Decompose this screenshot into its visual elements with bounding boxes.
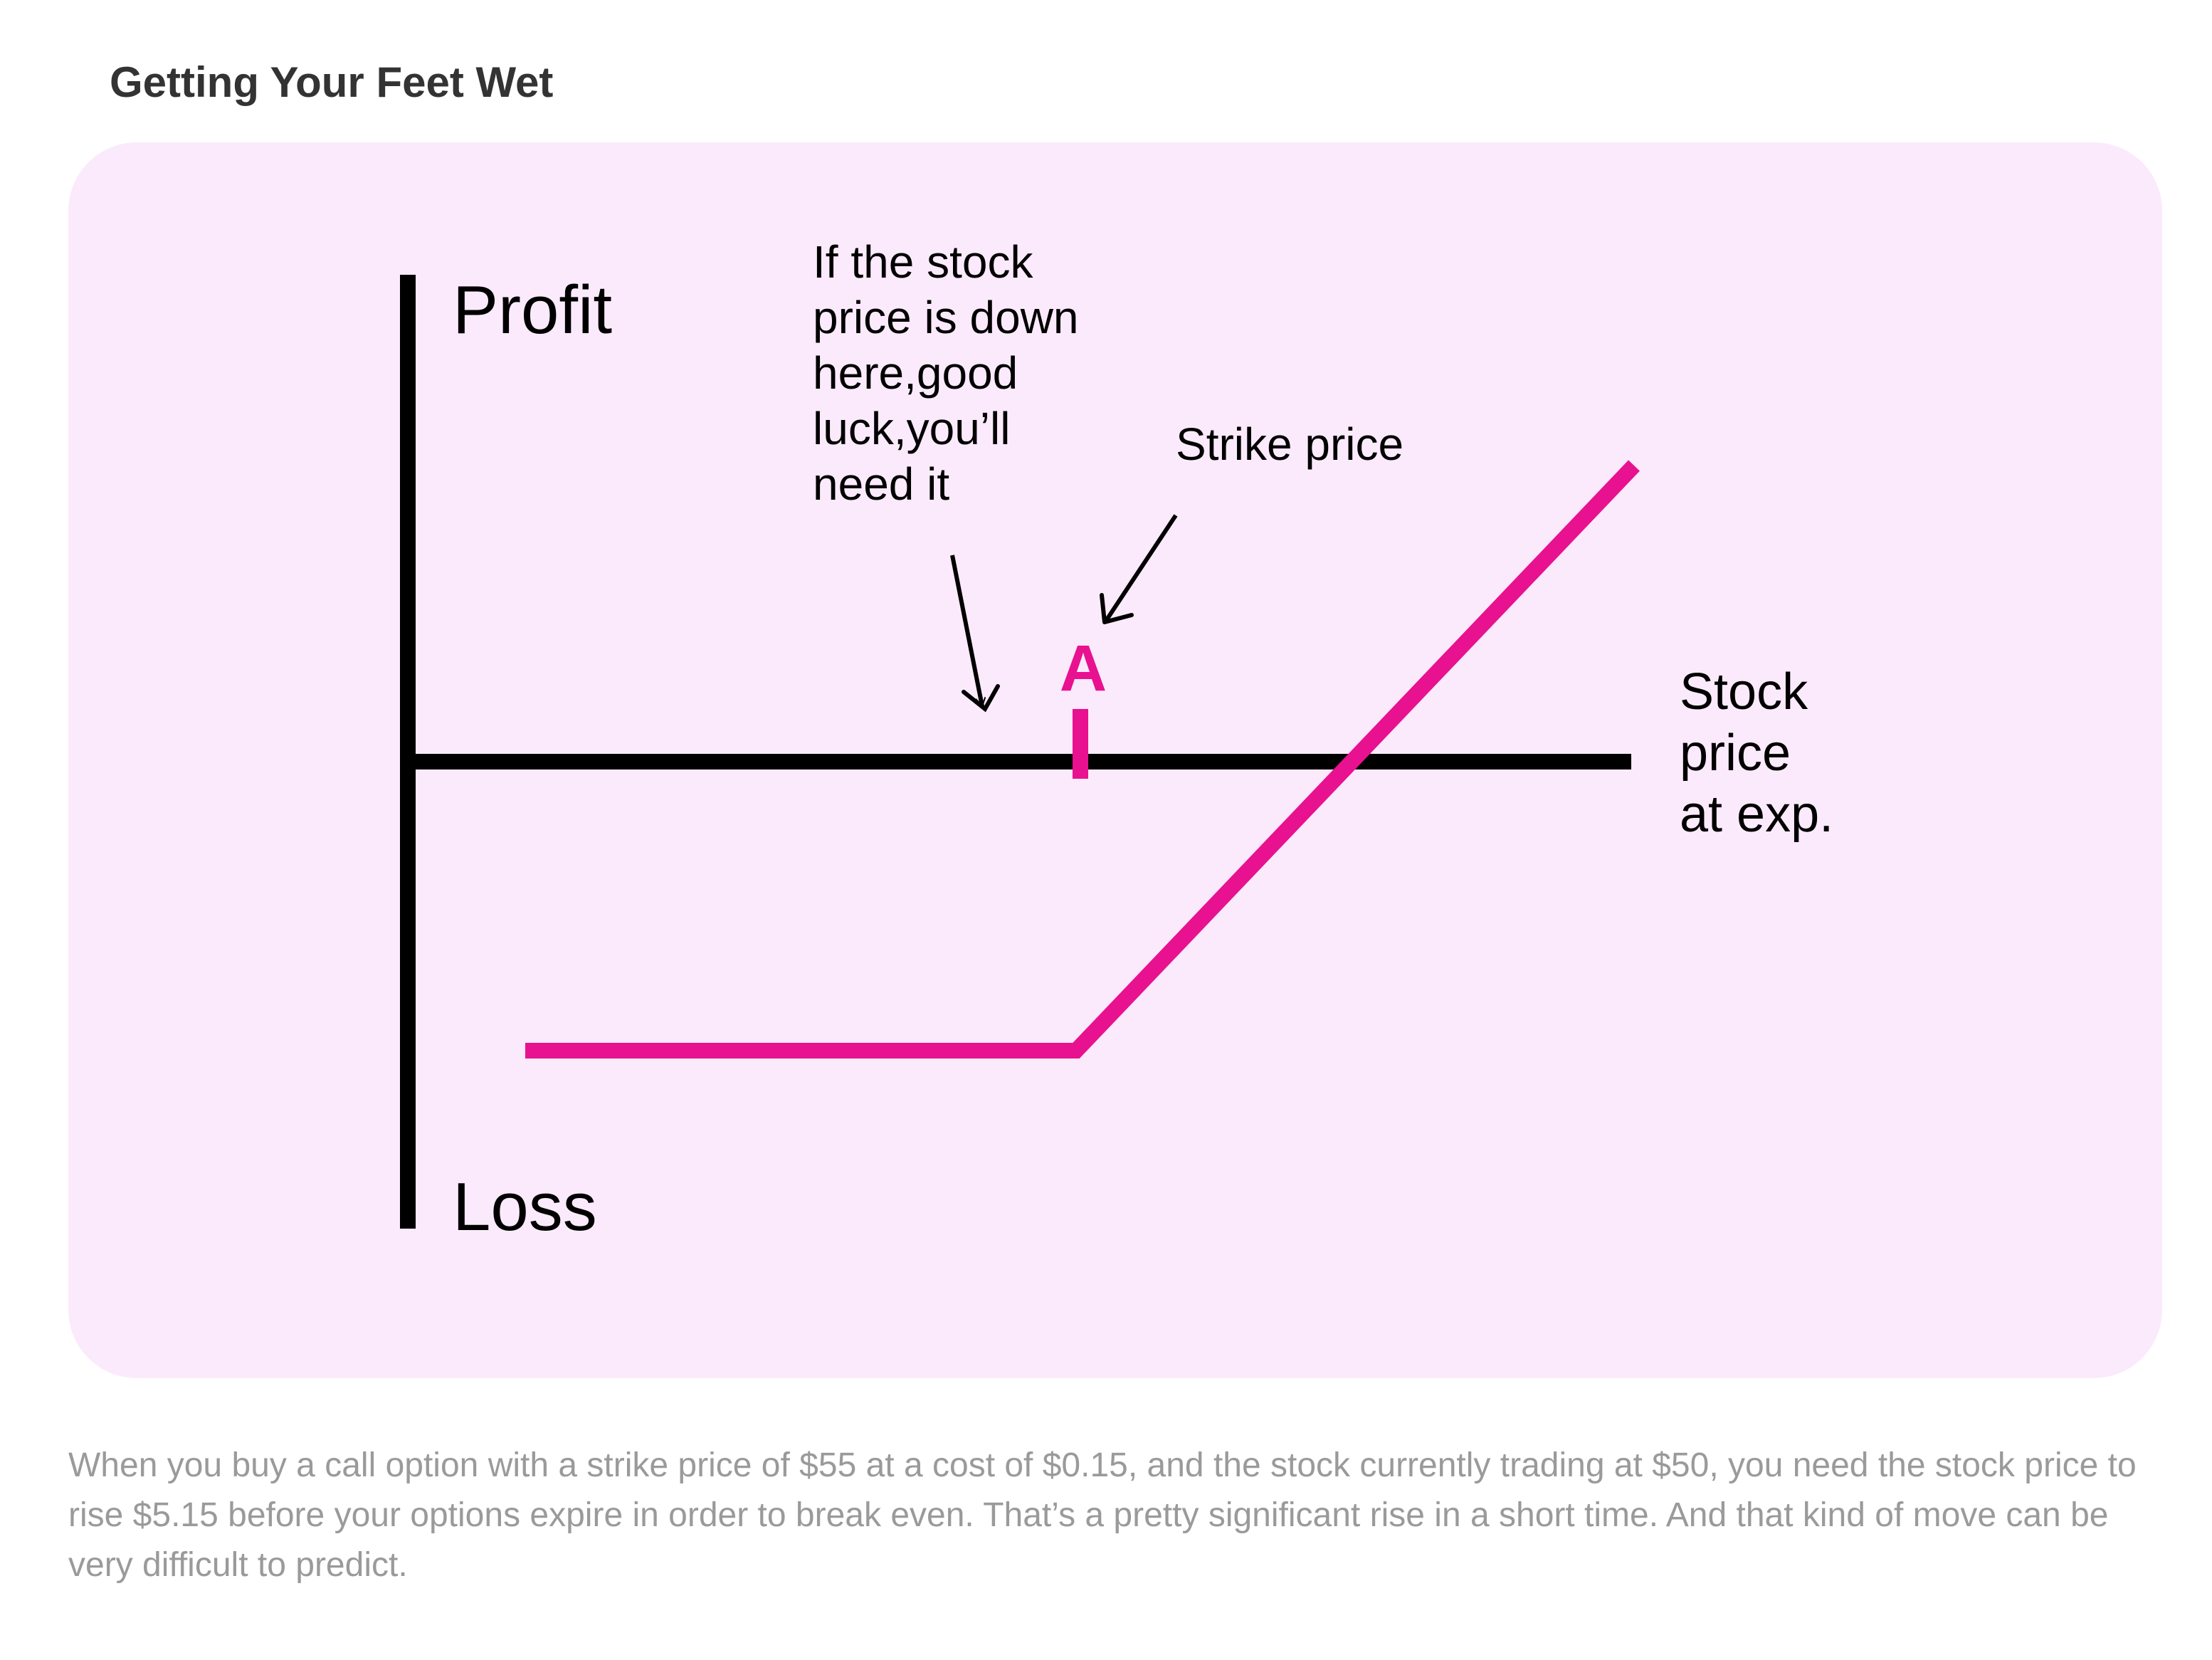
payoff-line <box>525 460 1640 1058</box>
caption-text: When you buy a call option with a strike… <box>68 1446 2137 1584</box>
strike-price-arrow <box>1104 514 1178 622</box>
x-axis-label-line: Stock <box>1680 663 1808 720</box>
annotation-line: here,good <box>813 347 1018 399</box>
payoff-diagram-card: Profit Loss Stock price at exp. If the s… <box>68 142 2162 1378</box>
strike-marker-letter: A <box>1060 632 1107 705</box>
annotation-line: price is down <box>813 292 1079 343</box>
page-title: Getting Your Feet Wet <box>110 58 554 106</box>
x-axis-label-line: price <box>1680 725 1791 782</box>
strike-price-arrowhead <box>1100 593 1134 624</box>
annotation-line: need it <box>813 458 949 510</box>
low-price-arrow <box>950 555 982 706</box>
low-price-arrowhead <box>962 684 1000 713</box>
x-axis-label: Stock price at exp. <box>1680 663 1833 843</box>
profit-label: Profit <box>453 272 612 348</box>
annotation-line: luck,you’ll <box>813 403 1010 454</box>
loss-label: Loss <box>453 1169 597 1245</box>
payoff-diagram: Profit Loss Stock price at exp. If the s… <box>400 236 1833 1245</box>
strike-price-annotation: Strike price <box>1176 419 1403 470</box>
annotation-line: If the stock <box>813 236 1033 288</box>
low-price-annotation: If the stock price is down here,good luc… <box>813 236 1091 510</box>
x-axis-label-line: at exp. <box>1680 786 1833 843</box>
